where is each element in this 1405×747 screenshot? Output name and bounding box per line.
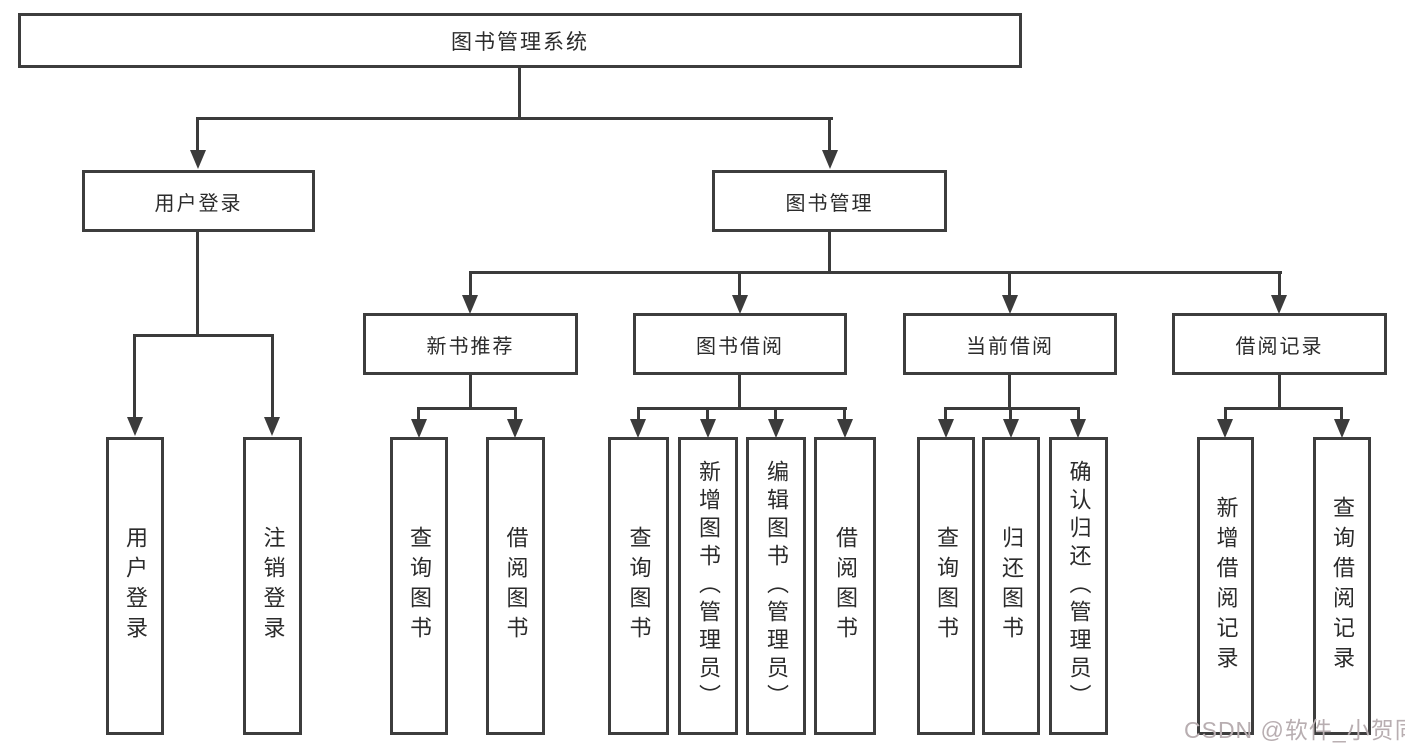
connector-line [518, 68, 521, 118]
connector-line [828, 117, 831, 151]
connector-line [417, 407, 420, 421]
connector-line [196, 232, 199, 337]
node-bb-add-books-admin: 新增图书（管理员） [678, 437, 738, 735]
connector-arrowhead [1002, 295, 1018, 314]
connector-line [1008, 375, 1011, 410]
node-logout: 注销登录 [243, 437, 302, 735]
connector-line [706, 407, 709, 421]
connector-line [1009, 407, 1012, 421]
node-new-book-recommendation: 新书推荐 [363, 313, 578, 375]
connector-line [469, 271, 472, 297]
connector-line [469, 271, 1282, 274]
connector-line [1278, 271, 1281, 297]
connector-arrowhead [462, 295, 478, 314]
connector-line [774, 407, 777, 421]
connector-line [1224, 407, 1227, 421]
connector-line [1278, 375, 1281, 410]
node-user-login: 用户登录 [82, 170, 315, 232]
node-nb-borrow-books: 借阅图书 [486, 437, 545, 735]
node-borrowing-records: 借阅记录 [1172, 313, 1387, 375]
connector-line [196, 117, 199, 151]
node-bb-edit-books-admin: 编辑图书（管理员） [746, 437, 806, 735]
node-library-management-system: 图书管理系统 [18, 13, 1022, 68]
connector-line [1008, 271, 1011, 297]
connector-arrowhead [732, 295, 748, 314]
connector-arrowhead [1003, 419, 1019, 438]
connector-arrowhead [700, 419, 716, 438]
connector-arrowhead [837, 419, 853, 438]
connector-line [133, 334, 136, 418]
node-cb-return-books: 归还图书 [982, 437, 1040, 735]
connector-line [637, 407, 847, 410]
connector-arrowhead [1334, 419, 1350, 438]
connector-arrowhead [190, 150, 206, 169]
connector-arrowhead [768, 419, 784, 438]
connector-arrowhead [264, 417, 280, 436]
connector-line [417, 407, 517, 410]
node-current-borrowing: 当前借阅 [903, 313, 1117, 375]
node-cb-confirm-return-admin: 确认归还（管理员） [1049, 437, 1108, 735]
connector-line [133, 334, 274, 337]
connector-line [738, 271, 741, 297]
connector-arrowhead [822, 150, 838, 169]
connector-arrowhead [411, 419, 427, 438]
connector-line [828, 232, 831, 274]
connector-arrowhead [630, 419, 646, 438]
connector-arrowhead [938, 419, 954, 438]
watermark: CSDN @软件_小贺同学 [1184, 717, 1405, 743]
connector-arrowhead [507, 419, 523, 438]
connector-arrowhead [1070, 419, 1086, 438]
connector-line [1077, 407, 1080, 421]
connector-arrowhead [1271, 295, 1287, 314]
connector-line [944, 407, 947, 421]
node-bb-borrow-books: 借阅图书 [814, 437, 876, 735]
connector-line [843, 407, 846, 421]
connector-line [944, 407, 1080, 410]
connector-line [196, 117, 833, 120]
node-bb-query-books: 查询图书 [608, 437, 669, 735]
node-cb-query-books: 查询图书 [917, 437, 975, 735]
node-br-add-record: 新增借阅记录 [1197, 437, 1254, 735]
node-book-borrowing: 图书借阅 [633, 313, 847, 375]
node-user-login-leaf: 用户登录 [106, 437, 164, 735]
connector-arrowhead [127, 417, 143, 436]
connector-line [469, 375, 472, 410]
node-book-management: 图书管理 [712, 170, 947, 232]
node-nb-query-books: 查询图书 [390, 437, 448, 735]
connector-line [637, 407, 640, 421]
node-br-query-record: 查询借阅记录 [1313, 437, 1371, 735]
connector-line [1340, 407, 1343, 421]
connector-line [271, 334, 274, 418]
connector-line [738, 375, 741, 410]
connector-line [514, 407, 517, 421]
connector-arrowhead [1217, 419, 1233, 438]
connector-line [1224, 407, 1343, 410]
